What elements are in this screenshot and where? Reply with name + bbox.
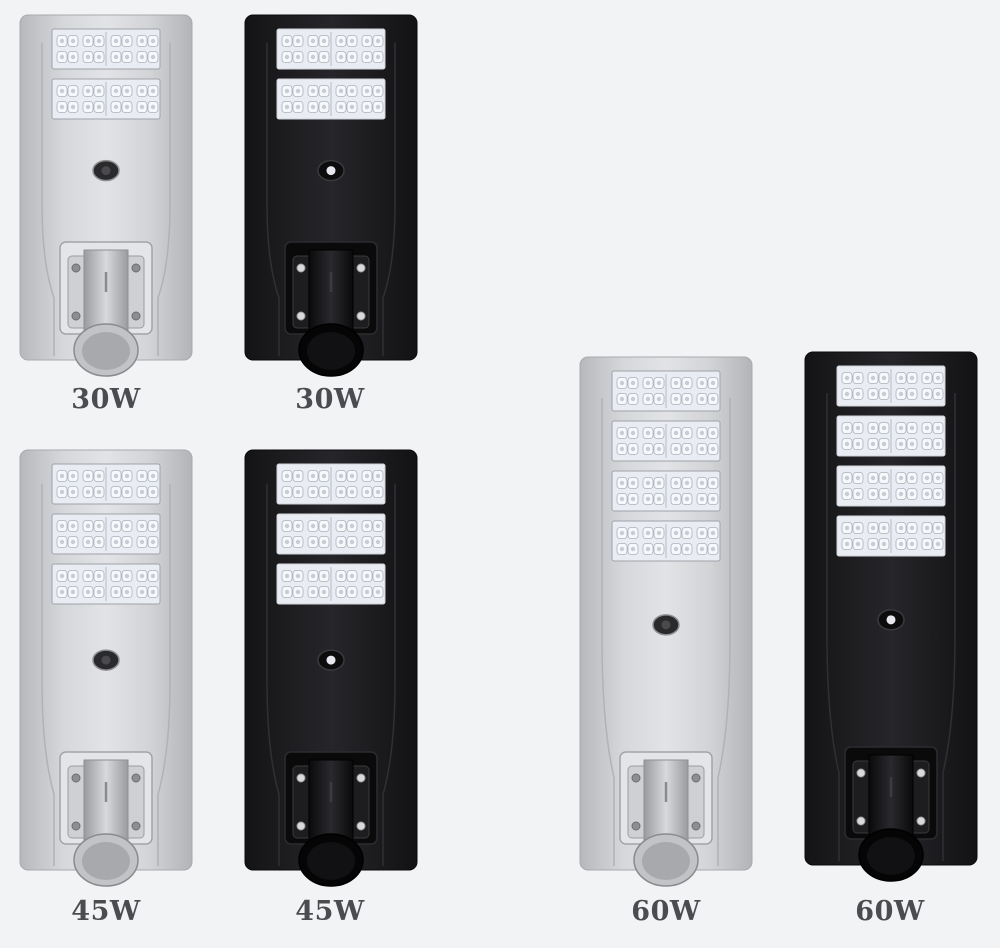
led-module (51, 463, 161, 505)
led-module (276, 513, 386, 555)
led-module (51, 563, 161, 605)
lamp-illustration (244, 449, 418, 887)
light-sensor-icon (317, 649, 345, 671)
led-module (276, 463, 386, 505)
light-sensor-icon (652, 614, 680, 636)
light-sensor-icon (877, 609, 905, 631)
led-module (51, 78, 161, 120)
light-sensor-icon (92, 649, 120, 671)
led-module (611, 370, 721, 412)
pole-mount (619, 751, 713, 887)
light-sensor-icon (317, 159, 345, 182)
lamp-45w-silver (19, 449, 193, 887)
led-module (836, 515, 946, 557)
lamp-illustration (19, 14, 193, 377)
lamp-illustration (804, 351, 978, 882)
lamp-60w-silver (579, 356, 753, 887)
led-module (276, 28, 386, 70)
lamp-30w-silver (19, 14, 193, 377)
pole-mount (284, 751, 378, 887)
lamp-label-45w-black: 45W (295, 896, 365, 927)
pole-mount (284, 241, 378, 377)
lamp-label-60w-black: 60W (855, 896, 925, 927)
pole-mount (59, 241, 153, 377)
lamp-illustration (244, 14, 418, 377)
lamp-label-30w-black: 30W (295, 384, 365, 415)
pole-mount (844, 746, 938, 882)
led-module (611, 520, 721, 562)
led-module (836, 465, 946, 507)
led-module (611, 470, 721, 512)
lamp-label-30w-silver: 30W (71, 384, 141, 415)
led-module (836, 365, 946, 407)
lamp-label-60w-silver: 60W (631, 896, 701, 927)
lamp-45w-black (244, 449, 418, 887)
pole-mount (59, 751, 153, 887)
lamp-illustration (579, 356, 753, 887)
led-module (276, 78, 386, 120)
lamp-30w-black (244, 14, 418, 377)
led-module (276, 563, 386, 605)
lamp-illustration (19, 449, 193, 887)
led-module (51, 513, 161, 555)
light-sensor-icon (92, 159, 120, 182)
lamp-60w-black (804, 351, 978, 882)
led-module (836, 415, 946, 457)
lamp-label-45w-silver: 45W (71, 896, 141, 927)
led-module (51, 28, 161, 70)
led-module (611, 420, 721, 462)
